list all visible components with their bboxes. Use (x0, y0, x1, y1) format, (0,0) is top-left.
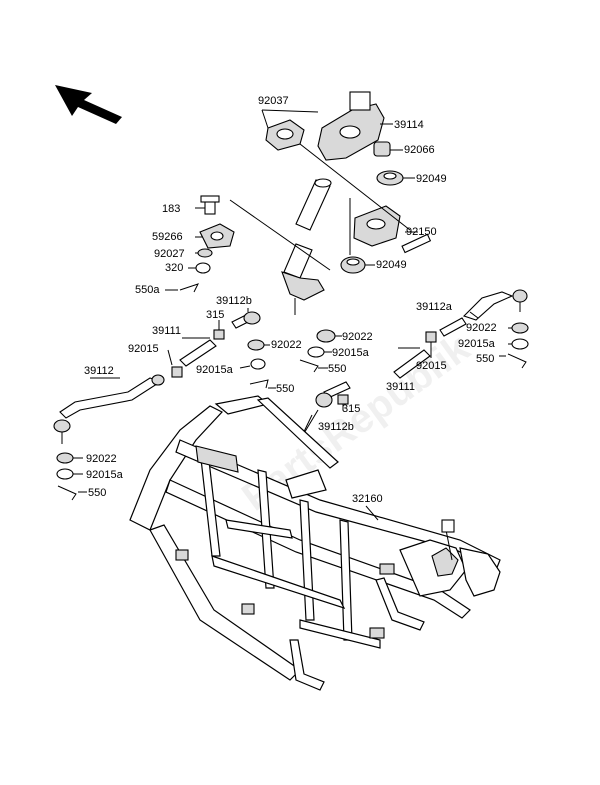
part-labels: 92037 39114 92066 92049 92150 92049 183 … (84, 95, 497, 505)
label-183: 183 (162, 203, 180, 215)
steering-shaft-holder-group (229, 91, 432, 315)
label-39111-right: 39111 (386, 381, 415, 393)
label-92015a-left: 92015a (86, 469, 124, 481)
label-92022-mid: 92022 (271, 339, 302, 351)
label-92066: 92066 (404, 144, 435, 156)
label-39112-left: 39112 (84, 365, 114, 377)
label-59266: 59266 (152, 231, 183, 243)
label-92015-left: 92015 (128, 343, 159, 355)
label-550-right: 550 (476, 353, 494, 365)
front-direction-arrow-icon (55, 85, 122, 124)
label-39112a: 39112a (416, 301, 453, 313)
label-92015-right: 92015 (416, 360, 447, 372)
label-92027: 92027 (154, 248, 185, 260)
label-92022-right: 92022 (466, 322, 497, 334)
label-550-mid: 550 (276, 383, 294, 395)
label-39114: 39114 (394, 119, 424, 131)
main-frame-32160 (129, 395, 501, 691)
right-tie-rod-assembly (393, 289, 529, 379)
label-92022-center: 92022 (342, 331, 373, 343)
tie-rod-joint-group-upper (165, 195, 235, 293)
label-92015a-mid: 92015a (196, 364, 234, 376)
left-tie-rod-assembly (53, 308, 276, 501)
label-92150: 92150 (406, 226, 437, 238)
label-320: 320 (165, 262, 183, 274)
label-550a: 550a (135, 284, 160, 296)
label-39112b-bottom: 39112b (318, 421, 354, 433)
label-315-bottom: 315 (342, 403, 360, 415)
label-39111-left: 39111 (152, 325, 181, 337)
label-92015a-right: 92015a (458, 338, 496, 350)
label-32160: 32160 (352, 493, 383, 505)
label-92022-left: 92022 (86, 453, 117, 465)
label-92049-lower: 92049 (376, 259, 407, 271)
label-92015a-center: 92015a (332, 347, 370, 359)
label-92049-upper: 92049 (416, 173, 447, 185)
label-550-left: 550 (88, 487, 106, 499)
center-joint-group (299, 329, 351, 441)
label-315-top: 315 (206, 309, 224, 321)
label-39112b-top: 39112b (216, 295, 252, 307)
label-550-center: 550 (328, 363, 346, 375)
label-92037: 92037 (258, 95, 289, 107)
